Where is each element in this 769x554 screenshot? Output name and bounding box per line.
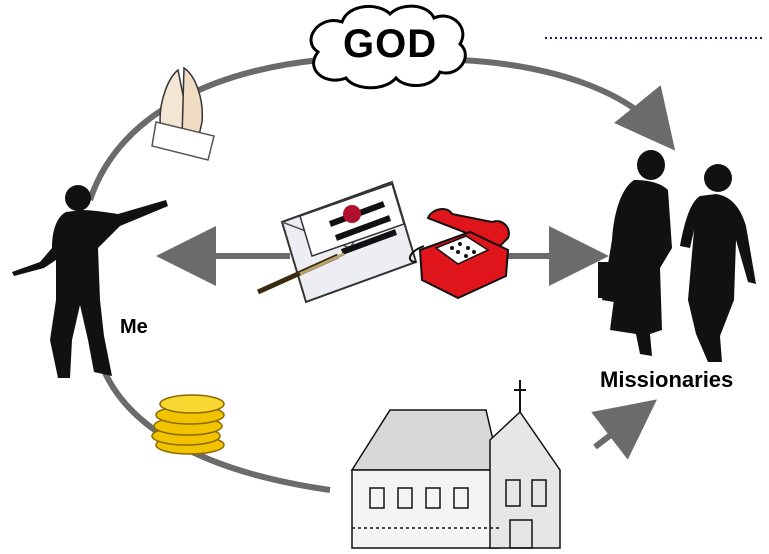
couple-silhouette-icon (598, 150, 756, 362)
arc-me-to-god (87, 57, 321, 201)
praying-hands-icon (151, 66, 215, 161)
arc-god-to-missionaries (459, 57, 676, 151)
arrow-church-to-missionaries (591, 399, 658, 460)
god-label: GOD (343, 22, 438, 66)
coins-icon (151, 394, 225, 455)
missionaries-label: Missionaries (600, 367, 734, 392)
cloud-icon (309, 4, 467, 90)
me-label: Me (120, 316, 148, 338)
telephone-icon (408, 208, 510, 300)
church-building-icon (350, 380, 561, 549)
person-silhouette-icon (12, 185, 168, 378)
letter-envelope-icon (256, 180, 418, 304)
